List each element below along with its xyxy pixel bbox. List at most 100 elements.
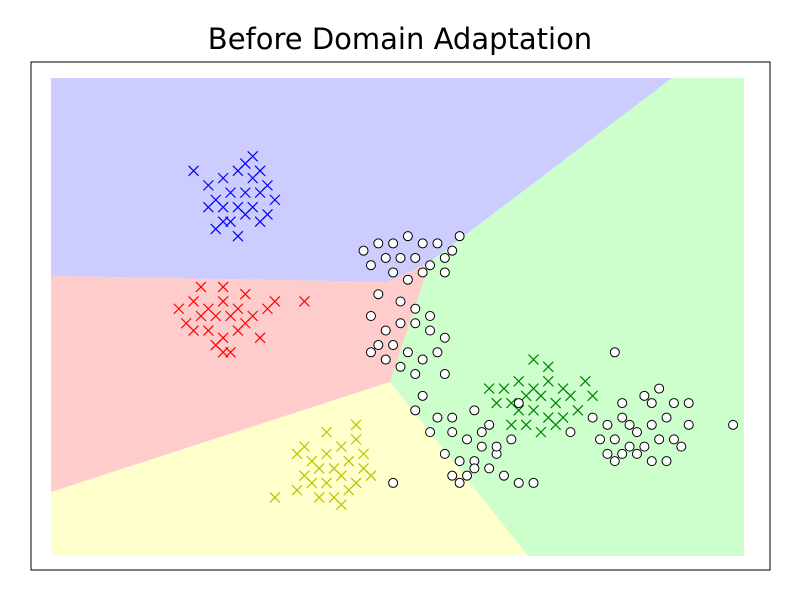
- point-o-series-4-17: [454, 231, 465, 242]
- point-o-series-4-6: [447, 245, 458, 256]
- point-o-series-4-64: [617, 412, 628, 423]
- point-o-series-4-32: [432, 347, 443, 358]
- point-o-series-4-24: [395, 318, 406, 329]
- point-x-series-1-17: [239, 288, 251, 300]
- point-o-series-4-28: [373, 340, 384, 351]
- point-o-series-4-39: [410, 405, 421, 416]
- point-x-series-0-6: [225, 187, 236, 199]
- point-x-series-2-16: [343, 484, 355, 496]
- point-x-series-3-13: [520, 419, 532, 431]
- point-o-series-4-31: [417, 354, 428, 365]
- point-x-series-3-3: [542, 375, 554, 387]
- point-o-series-4-80: [646, 398, 657, 409]
- point-x-series-3-1: [513, 375, 525, 387]
- point-o-series-4-61: [491, 441, 502, 452]
- point-x-series-1-22: [188, 325, 200, 336]
- point-x-series-2-22: [335, 499, 347, 511]
- point-o-series-4-47: [476, 441, 487, 452]
- point-x-series-1-24: [299, 296, 310, 307]
- point-o-series-4-20: [410, 303, 421, 314]
- point-o-series-4-73: [668, 434, 679, 445]
- point-x-series-3-24: [483, 383, 495, 394]
- point-o-series-4-42: [469, 405, 480, 416]
- point-o-series-4-50: [454, 456, 465, 467]
- point-x-series-0-0: [202, 179, 214, 191]
- point-o-series-4-23: [380, 325, 391, 336]
- point-o-series-4-89: [388, 477, 399, 488]
- point-x-series-2-6: [313, 462, 325, 474]
- region-red: [51, 262, 430, 492]
- point-o-series-4-94: [683, 398, 694, 409]
- point-x-series-1-1: [188, 296, 200, 307]
- point-o-series-4-77: [646, 456, 657, 467]
- point-x-series-3-20: [579, 375, 591, 387]
- point-x-series-3-17: [491, 397, 502, 409]
- point-x-series-0-23: [188, 165, 200, 177]
- plot-frame: [30, 61, 771, 571]
- point-o-series-4-74: [602, 448, 613, 459]
- point-o-series-4-72: [654, 434, 665, 445]
- point-x-series-3-23: [587, 390, 599, 402]
- point-x-series-2-23: [269, 492, 281, 503]
- point-o-series-4-93: [565, 427, 576, 438]
- point-o-series-4-68: [595, 434, 606, 445]
- point-o-series-4-40: [432, 412, 443, 423]
- point-x-series-2-3: [335, 441, 347, 453]
- point-x-series-3-18: [542, 361, 554, 373]
- point-o-series-4-9: [395, 252, 406, 263]
- point-x-series-0-14: [239, 208, 251, 220]
- point-x-series-1-15: [195, 281, 207, 293]
- point-o-series-4-85: [639, 390, 650, 401]
- point-o-series-4-29: [388, 340, 399, 351]
- point-o-series-4-35: [395, 361, 406, 372]
- point-o-series-4-86: [609, 456, 620, 467]
- point-o-series-4-3: [402, 231, 413, 242]
- point-x-series-1-8: [195, 310, 207, 322]
- point-x-series-2-8: [343, 455, 355, 467]
- point-o-series-4-63: [602, 419, 613, 430]
- point-x-series-2-20: [321, 426, 333, 438]
- point-x-series-2-4: [350, 433, 362, 445]
- point-x-series-3-7: [535, 390, 547, 402]
- point-o-series-4-56: [454, 477, 465, 488]
- point-x-series-3-6: [520, 390, 532, 402]
- point-o-series-4-79: [617, 398, 628, 409]
- point-o-series-4-19: [395, 296, 406, 307]
- point-x-series-3-16: [572, 404, 584, 416]
- point-x-series-1-21: [254, 332, 266, 344]
- point-o-series-4-4: [417, 238, 428, 249]
- point-x-series-3-21: [505, 419, 517, 431]
- point-x-series-0-9: [269, 194, 281, 206]
- point-o-series-4-12: [439, 252, 450, 263]
- point-x-series-0-18: [262, 208, 273, 220]
- point-x-series-2-2: [321, 448, 333, 460]
- point-o-series-4-2: [388, 238, 399, 249]
- point-o-series-4-55: [447, 470, 458, 481]
- point-x-series-3-19: [528, 354, 539, 365]
- point-o-series-4-25: [410, 318, 421, 329]
- point-o-series-4-70: [624, 441, 635, 452]
- point-x-series-3-8: [550, 397, 562, 409]
- region-yellow: [51, 382, 528, 556]
- point-x-series-0-7: [239, 187, 251, 199]
- point-o-series-4-90: [609, 347, 620, 358]
- point-x-series-3-10: [513, 404, 525, 416]
- point-x-series-3-11: [528, 404, 539, 416]
- point-o-series-4-69: [609, 434, 620, 445]
- point-o-series-4-52: [484, 463, 495, 474]
- point-o-series-4-10: [410, 252, 421, 263]
- point-x-series-1-12: [202, 325, 214, 336]
- point-o-series-4-66: [646, 419, 657, 430]
- point-x-series-1-10: [225, 310, 236, 322]
- point-x-series-1-0: [173, 303, 185, 315]
- point-o-series-4-14: [402, 274, 413, 285]
- point-o-series-4-5: [432, 238, 443, 249]
- point-x-series-1-23: [217, 346, 229, 358]
- point-o-series-4-60: [506, 434, 517, 445]
- point-o-series-4-83: [676, 441, 687, 452]
- data-markers: [173, 150, 739, 511]
- point-o-series-4-67: [661, 412, 672, 423]
- point-x-series-0-10: [217, 201, 229, 213]
- point-x-series-0-21: [247, 150, 259, 162]
